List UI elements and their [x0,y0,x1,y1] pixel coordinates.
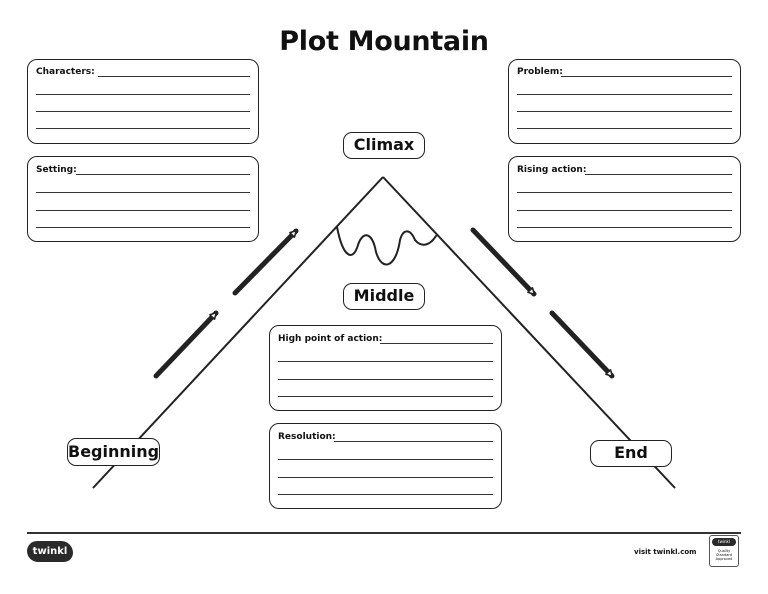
writing-line [36,94,250,95]
falling-arrow-lower [549,310,615,379]
writing-line [561,76,732,77]
writing-line [36,111,250,112]
setting-label: Setting: [36,165,80,176]
rising-arrow-lower [153,310,219,379]
visit-link[interactable]: visit twinkl.com [634,548,697,556]
falling-arrow-upper [470,227,537,297]
footer-divider [27,532,741,534]
problem-label: Problem: [517,67,566,78]
writing-line [517,192,732,193]
rising-arrow-upper [232,228,299,296]
mountain-right-slope [382,176,676,489]
writing-line [36,227,250,228]
middle-label: Middle [343,283,425,310]
badge-text: Quality Standard Approved [715,549,733,561]
writing-line [380,343,493,344]
writing-line [278,379,493,380]
quality-badge: twinkl Quality Standard Approved [709,535,739,567]
high-point-box[interactable]: High point of action: [269,325,502,411]
beginning-label: Beginning [67,438,160,466]
writing-line [278,361,493,362]
writing-line [517,111,732,112]
writing-line [517,210,732,211]
writing-line [278,459,493,460]
writing-line [517,94,732,95]
page-title: Plot Mountain [279,26,489,57]
writing-line [36,210,250,211]
writing-line [517,128,732,129]
writing-line [278,494,493,495]
rising-action-label: Rising action: [517,165,590,176]
writing-line [36,128,250,129]
resolution-label: Resolution: [278,432,339,443]
climax-label: Climax [343,132,425,159]
writing-line [36,192,250,193]
writing-line [76,174,250,175]
writing-line [517,227,732,228]
writing-line [334,441,493,442]
mountain-left-slope [92,176,384,489]
problem-box[interactable]: Problem: [508,59,741,144]
writing-line [278,396,493,397]
badge-logo: twinkl [712,538,736,546]
characters-label: Characters: [36,67,98,78]
setting-box[interactable]: Setting: [27,156,259,242]
snow-cap [336,226,437,266]
writing-line [278,477,493,478]
high-point-label: High point of action: [278,334,386,345]
resolution-box[interactable]: Resolution: [269,423,502,509]
writing-line [98,76,250,77]
twinkl-logo: twinkl [27,541,73,562]
characters-box[interactable]: Characters: [27,59,259,144]
rising-action-box[interactable]: Rising action: [508,156,741,242]
writing-line [585,174,732,175]
end-label: End [590,440,672,467]
